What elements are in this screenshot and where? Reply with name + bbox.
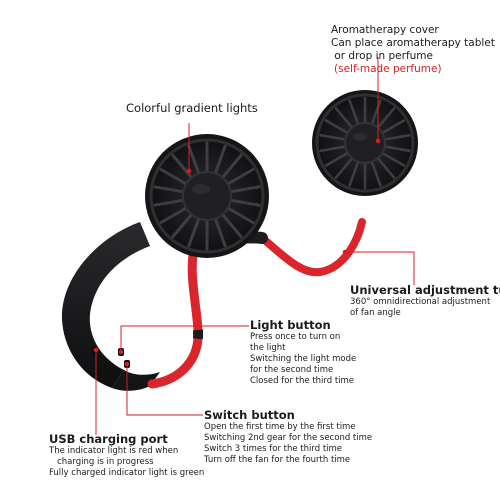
right-fan-blades [319, 96, 411, 190]
switch-button-line-2: Switching 2nd gear for the second time [204, 433, 373, 443]
light-button-line-3: Switching the light mode [250, 354, 357, 364]
switch-button-line-4: Turn off the fan for the fourth time [204, 455, 351, 465]
aromatherapy-line-2: Can place aromatherapy tablet [331, 37, 495, 49]
neck-band [61, 222, 160, 391]
aromatherapy-highlight: (self-made perfume) [334, 63, 442, 75]
right-fan [312, 90, 418, 196]
switch-button-line-3: Switch 3 times for the third time [204, 444, 343, 454]
callout-adjustment-tube [345, 251, 415, 285]
switch-button-label: Switch button Open the first time by the… [204, 409, 372, 466]
gradient-lights-label: Colorful gradient lights [126, 101, 258, 115]
usb-port-line-1: The indicator light is red when [49, 446, 179, 456]
callout-light-button [120, 325, 249, 352]
usb-port-label: USB charging port The indicator light is… [49, 433, 204, 479]
aromatherapy-line-1: Aromatherapy cover [331, 24, 439, 36]
light-button-line-1: Press once to turn on [250, 332, 341, 342]
adjustment-tube-line-1: 360° omnidirectional adjustment [350, 297, 491, 307]
callout-lines [93, 57, 415, 435]
light-button-line-4: for the second time [250, 365, 334, 375]
usb-port-line-3: Fully charged indicator light is green [49, 468, 205, 478]
aromatherapy-label: Aromatherapy cover Can place aromatherap… [331, 24, 495, 76]
switch-button-title: Switch button [204, 408, 295, 422]
usb-port-title: USB charging port [49, 432, 168, 446]
light-button-label: Light button Press once to turn on the l… [250, 319, 356, 387]
left-fan-blades [153, 141, 261, 251]
left-fan [145, 134, 269, 258]
adjustment-tube-title: Universal adjustment tube [350, 283, 500, 297]
light-button-line-5: Closed for the third time [250, 376, 355, 386]
adjustment-tube-line-2: of fan angle [350, 308, 401, 318]
adjustment-tube-label: Universal adjustment tube 360° omnidirec… [350, 284, 500, 319]
aromatherapy-line-3: or drop in perfume [331, 50, 433, 62]
usb-port-line-2: charging is in progress [49, 457, 154, 467]
light-button-title: Light button [250, 318, 331, 332]
light-button-line-2: the light [250, 343, 286, 353]
callout-switch-button [126, 364, 203, 416]
red-tube-left [147, 240, 204, 389]
switch-button-line-1: Open the first time by the first time [204, 422, 356, 432]
